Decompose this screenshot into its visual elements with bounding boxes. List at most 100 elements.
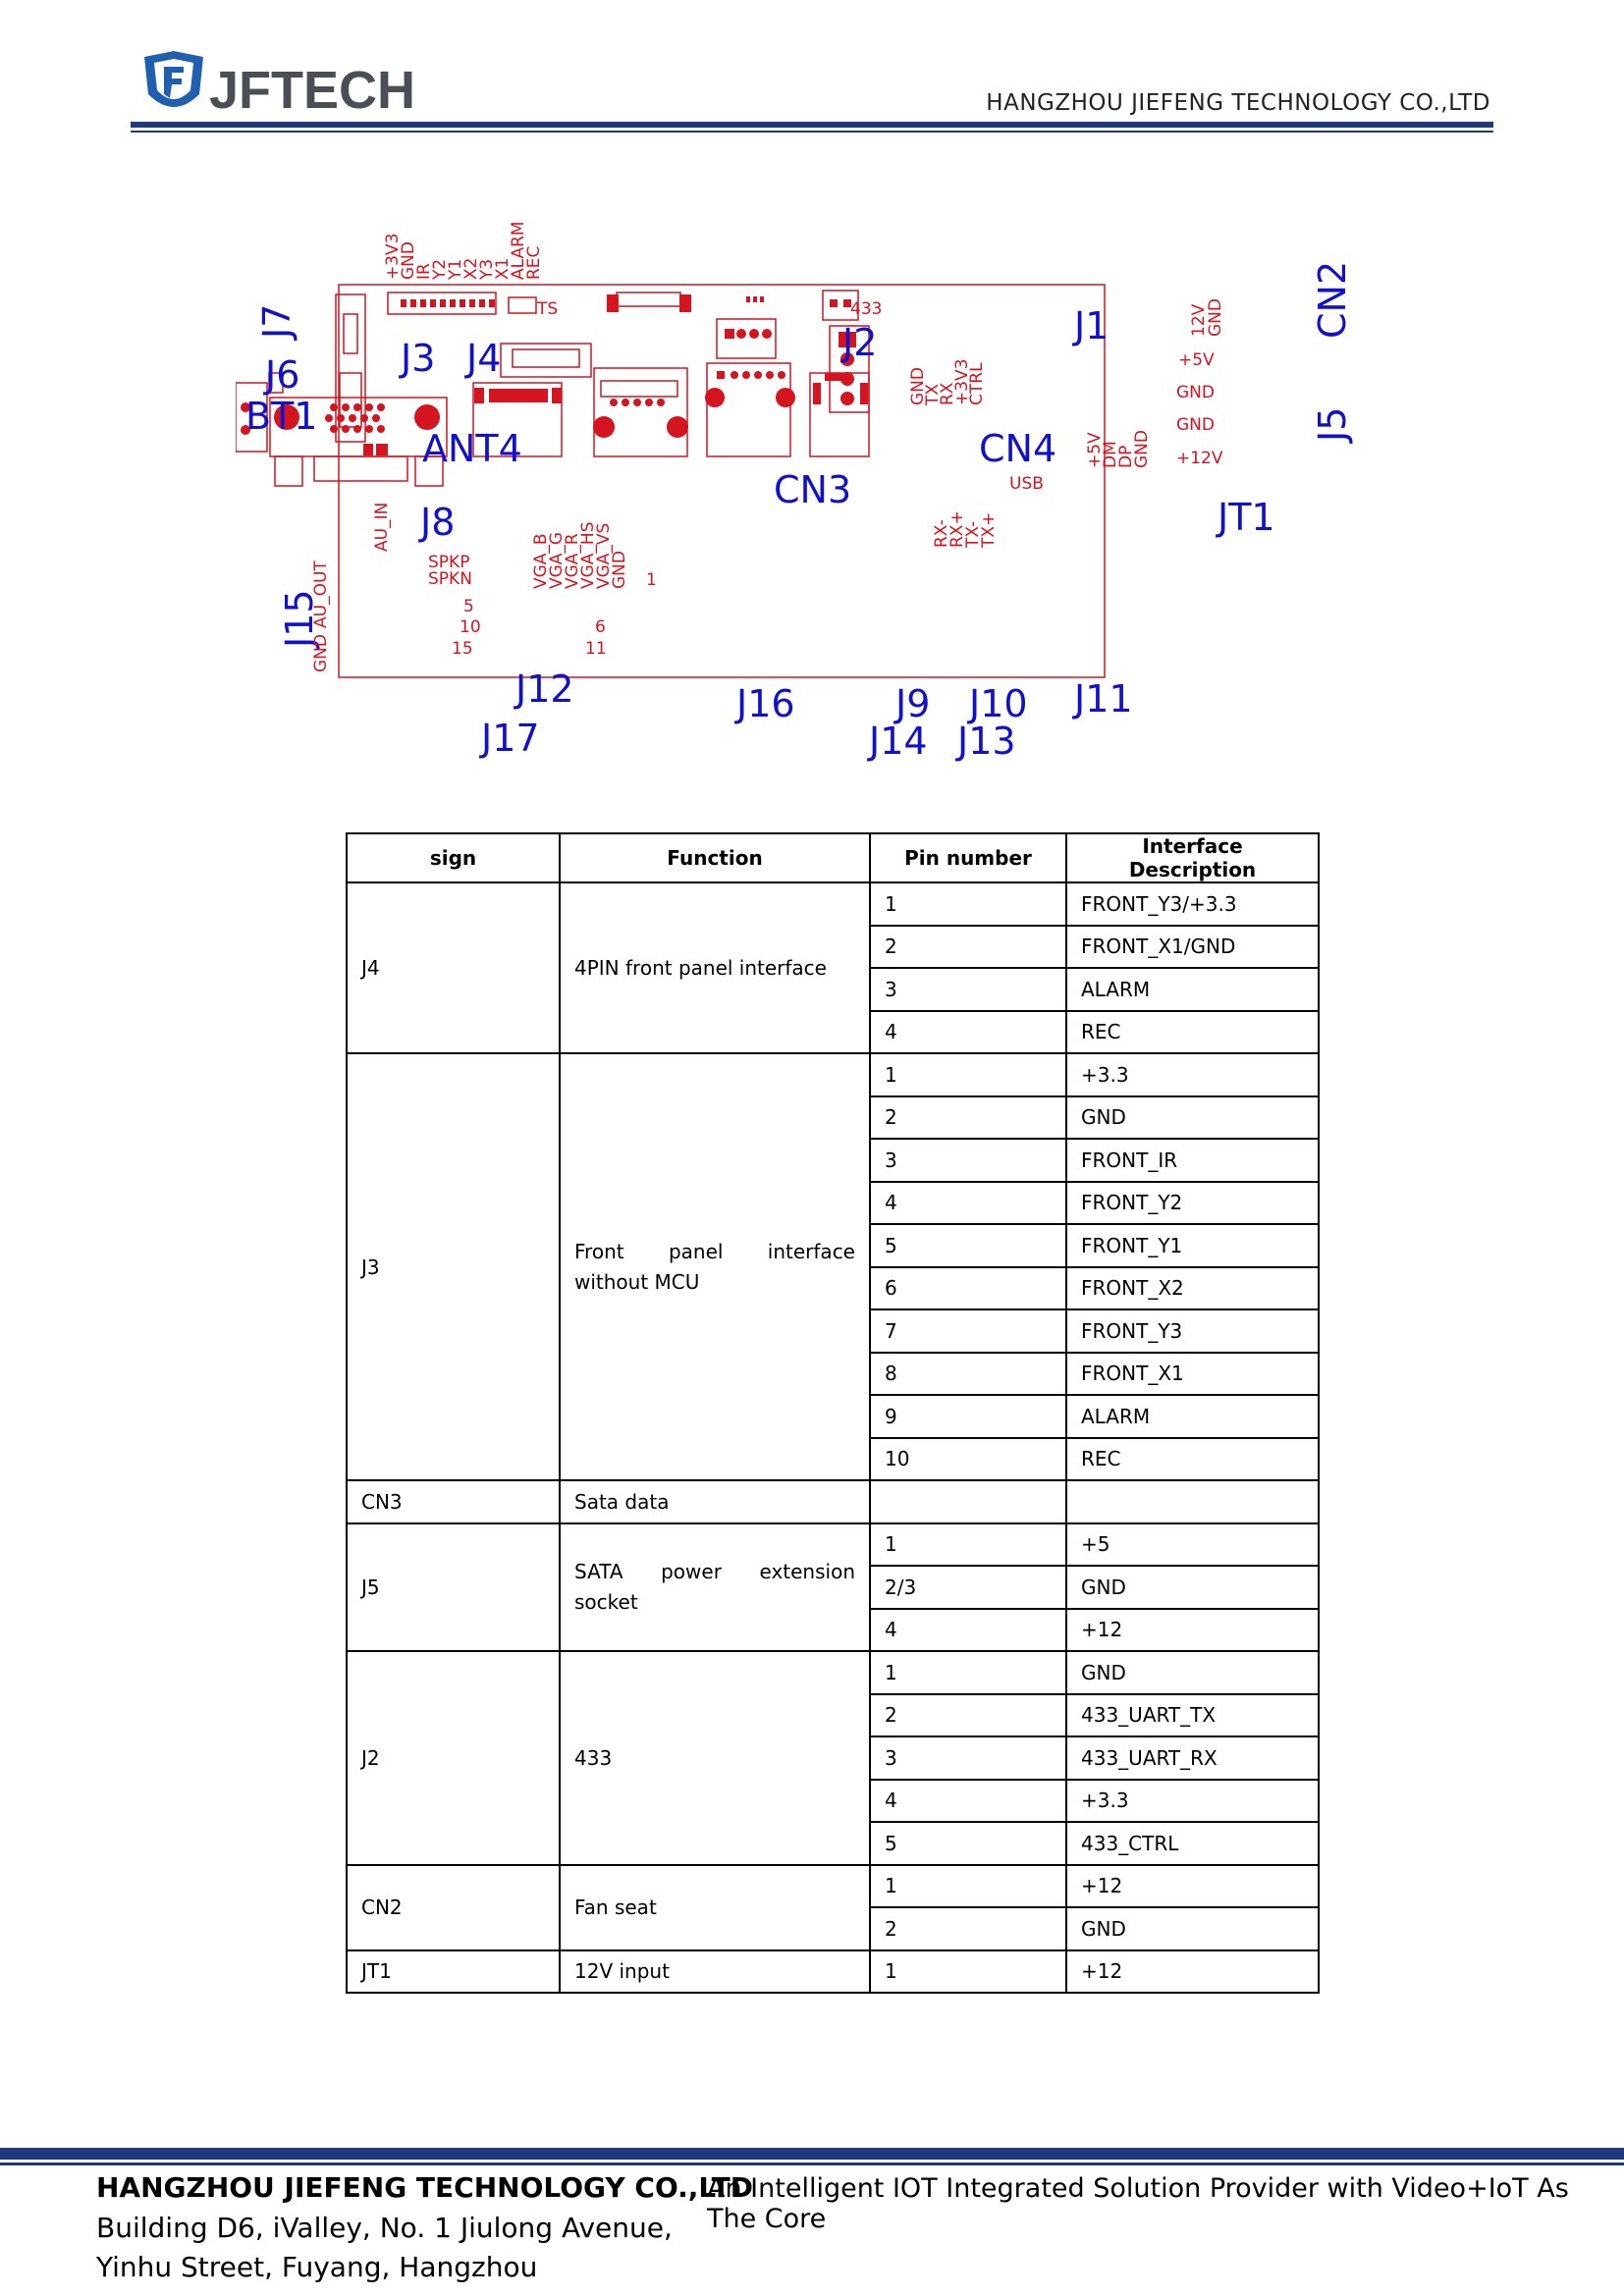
label-J14: J14 (867, 720, 928, 763)
cell-interface-description: +3.3 (1065, 1052, 1320, 1097)
cell-pin-number: 1 (869, 1863, 1067, 1908)
svg-text:Y3: Y3 (477, 259, 497, 281)
svg-text:RX: RX (938, 382, 957, 405)
header-interface-description: Interface Description (1065, 832, 1320, 883)
cell-pin-number: 1 (869, 1949, 1067, 1994)
cell-pin-number: 5 (869, 1821, 1067, 1866)
cell-sign: JT1 (346, 1949, 561, 1994)
cell-pin-number: 6 (869, 1265, 1067, 1310)
svg-text:REC: REC (524, 246, 544, 280)
cell-sign: J4 (346, 881, 561, 1054)
svg-text:GND: GND (1176, 415, 1215, 435)
label-J15: J15 (278, 589, 321, 650)
cell-interface-description: GND (1065, 1565, 1320, 1610)
svg-text:CTRL: CTRL (967, 362, 987, 405)
header-divider (131, 122, 1493, 128)
svg-text:USB: USB (1009, 474, 1044, 494)
label-J12: J12 (514, 667, 574, 711)
label-J9: J9 (893, 682, 930, 725)
footer-address-line2: Yinhu Street, Fuyang, Hangzhou (96, 2251, 538, 2283)
cell-interface-description: REC (1065, 1436, 1320, 1481)
header-pin-number: Pin number (869, 832, 1067, 883)
svg-text:GND: GND (1176, 383, 1215, 402)
cell-interface-description: +12 (1065, 1949, 1320, 1994)
svg-text:TS: TS (536, 299, 558, 319)
cell-interface-description: FRONT_X1/GND (1065, 924, 1320, 969)
svg-text:1: 1 (646, 570, 657, 590)
svg-text:GND: GND (610, 551, 629, 589)
label-J2: J2 (840, 321, 877, 364)
cell-interface-description: GND (1065, 1906, 1320, 1951)
cell-interface-description: FRONT_X2 (1065, 1265, 1320, 1310)
label-JT1: JT1 (1216, 496, 1275, 539)
footer-address-line1: Building D6, iValley, No. 1 Jiulong Aven… (96, 2212, 673, 2244)
svg-text:TX-: TX- (963, 521, 983, 549)
label-J8: J8 (418, 501, 455, 544)
svg-text:X2: X2 (461, 258, 481, 280)
pcb-schematic (236, 284, 1106, 678)
cell-interface-description: 433_UART_RX (1065, 1735, 1320, 1781)
svg-text:RX-: RX- (932, 519, 951, 548)
svg-text:AU_OUT: AU_OUT (311, 561, 331, 628)
label-J11: J11 (1072, 677, 1133, 721)
table-header-row: sign Function Pin number Interface Descr… (346, 832, 1320, 883)
label-J13: J13 (955, 720, 1016, 763)
cell-pin-number: 1 (869, 1052, 1067, 1097)
cell-sign: J5 (346, 1522, 561, 1652)
cell-pin-number: 9 (869, 1394, 1067, 1439)
svg-text:12V: 12V (1189, 303, 1209, 337)
cell-pin-number: 2 (869, 1095, 1067, 1140)
svg-text:JFTECH: JFTECH (209, 61, 415, 120)
cell-pin-number: 2 (869, 924, 1067, 969)
cell-interface-description: FRONT_Y1 (1065, 1223, 1320, 1268)
svg-text:GND: GND (311, 634, 331, 672)
schematic-labels: J7 J6 BT1 J3 J4 ANT4 J2 J1 CN2 J5 CN4 CN… (0, 0, 1624, 785)
label-J4: J4 (464, 337, 501, 380)
svg-text:DM: DM (1101, 441, 1120, 468)
svg-text:GND: GND (1206, 298, 1225, 337)
cell-function: 4PIN front panel interface (559, 881, 871, 1054)
svg-text:10: 10 (460, 617, 481, 637)
cell-pin-number: 2 (869, 1906, 1067, 1951)
cell-pin-number: 5 (869, 1223, 1067, 1268)
cell-pin-number: 7 (869, 1308, 1067, 1354)
cell-interface-description: REC (1065, 1009, 1320, 1054)
label-CN4: CN4 (979, 427, 1056, 470)
cell-function: Sata data (559, 1479, 871, 1524)
cell-interface-description: ALARM (1065, 967, 1320, 1012)
svg-text:VGA_R: VGA_R (563, 533, 582, 589)
label-J1: J1 (1072, 304, 1109, 347)
cell-interface-description: +12 (1065, 1863, 1320, 1908)
svg-text:VGA_HS: VGA_HS (578, 521, 598, 589)
cell-pin-number: 3 (869, 1735, 1067, 1781)
svg-text:SPKN: SPKN (428, 569, 472, 589)
svg-text:X1: X1 (493, 258, 513, 280)
svg-text:TX: TX (923, 384, 943, 406)
cell-interface-description: FRONT_Y3 (1065, 1308, 1320, 1354)
label-CN2: CN2 (1311, 261, 1354, 339)
cell-interface-description: +12 (1065, 1607, 1320, 1652)
cell-pin-number: 8 (869, 1351, 1067, 1396)
svg-text:+3V3: +3V3 (383, 233, 403, 280)
cell-pin-number: 2/3 (869, 1565, 1067, 1610)
label-BT1: BT1 (245, 395, 317, 438)
cell-interface-description: FRONT_Y3/+3.3 (1065, 881, 1320, 927)
label-J5: J5 (1311, 407, 1354, 444)
svg-text:GND: GND (399, 241, 418, 280)
cell-interface-description: FRONT_Y2 (1065, 1180, 1320, 1225)
cell-pin-number: 10 (869, 1436, 1067, 1481)
label-J6: J6 (263, 353, 299, 397)
